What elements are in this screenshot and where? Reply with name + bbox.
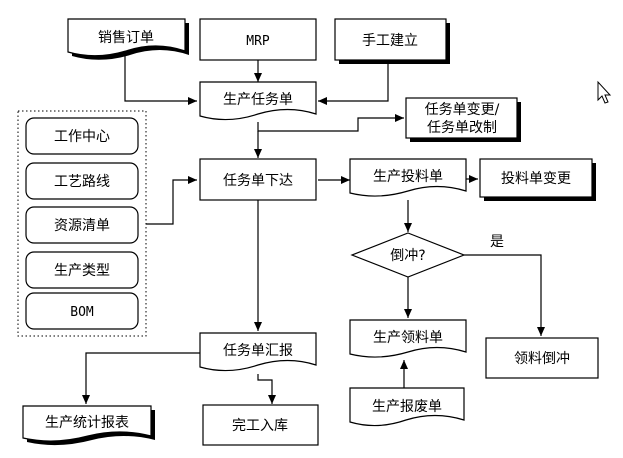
- edge-report-to-finish: [257, 374, 276, 404]
- node-production-pick: 生产领料单: [349, 319, 467, 358]
- label-task-report: 任务单汇报: [223, 343, 293, 359]
- label-task-release: 任务单下达: [223, 173, 293, 189]
- label-task-change-1: 任务单变更/: [425, 102, 500, 118]
- node-task-change: 任务单变更/ 任务单改制: [405, 97, 521, 142]
- label-feed-change: 投料单变更: [501, 171, 571, 187]
- label-finish-stock-in: 完工入库: [232, 418, 288, 434]
- node-production-type: 生产类型: [25, 251, 139, 289]
- node-production-feed: 生产投料单: [349, 158, 467, 197]
- node-feed-change: 投料单变更: [479, 158, 596, 201]
- edge-resources-to-release: [146, 176, 197, 225]
- edge-sales-to-task: [124, 52, 197, 105]
- label-routing: 工艺路线: [54, 174, 110, 190]
- node-task-release: 任务单下达: [199, 158, 317, 201]
- label-production-type: 生产类型: [54, 263, 110, 279]
- label-bom: BOM: [70, 305, 94, 320]
- label-production-scrap: 生产报废单: [372, 399, 442, 415]
- node-pick-backflush: 领料倒冲: [485, 337, 599, 379]
- mouse-pointer-icon: [597, 80, 612, 104]
- node-bom: BOM: [25, 292, 139, 330]
- label-production-task: 生产任务单: [223, 92, 293, 108]
- node-finish-stock-in: 完工入库: [202, 404, 319, 446]
- node-backflush-decision: 倒冲?: [350, 232, 466, 278]
- label-work-center: 工作中心: [54, 129, 110, 145]
- edge-decision-yes: [464, 254, 545, 336]
- node-production-task: 生产任务单: [199, 81, 317, 121]
- label-yes: 是: [490, 234, 504, 250]
- node-mrp: MRP: [199, 18, 317, 61]
- node-sales-order: 销售订单: [67, 18, 189, 60]
- label-pick-backflush: 领料倒冲: [514, 351, 570, 367]
- label-manual-create: 手工建立: [362, 33, 418, 49]
- label-production-feed: 生产投料单: [373, 169, 443, 185]
- label-resource-list: 资源清单: [54, 218, 110, 234]
- edge-manual-to-task: [318, 60, 389, 105]
- node-production-scrap: 生产报废单: [349, 387, 465, 427]
- label-sales-order: 销售订单: [98, 30, 154, 46]
- node-task-report: 任务单汇报: [199, 332, 317, 372]
- edge-report-to-stats: [82, 352, 200, 404]
- label-production-pick: 生产领料单: [373, 330, 443, 346]
- resource-group: 工作中心 工艺路线 资源清单 生产类型 BOM: [17, 110, 147, 337]
- node-routing: 工艺路线: [25, 162, 139, 200]
- edge-task-to-change: [257, 114, 404, 132]
- label-task-change-2: 任务单改制: [427, 120, 497, 136]
- node-resource-list: 资源清单: [25, 206, 139, 244]
- node-production-stats: 生产统计报表: [22, 405, 155, 446]
- label-mrp: MRP: [246, 34, 270, 49]
- node-manual-create: 手工建立: [334, 18, 450, 64]
- label-backflush-q: 倒冲?: [390, 248, 425, 264]
- label-production-stats: 生产统计报表: [45, 415, 129, 431]
- node-work-center: 工作中心: [25, 117, 139, 155]
- connectors: [82, 52, 545, 404]
